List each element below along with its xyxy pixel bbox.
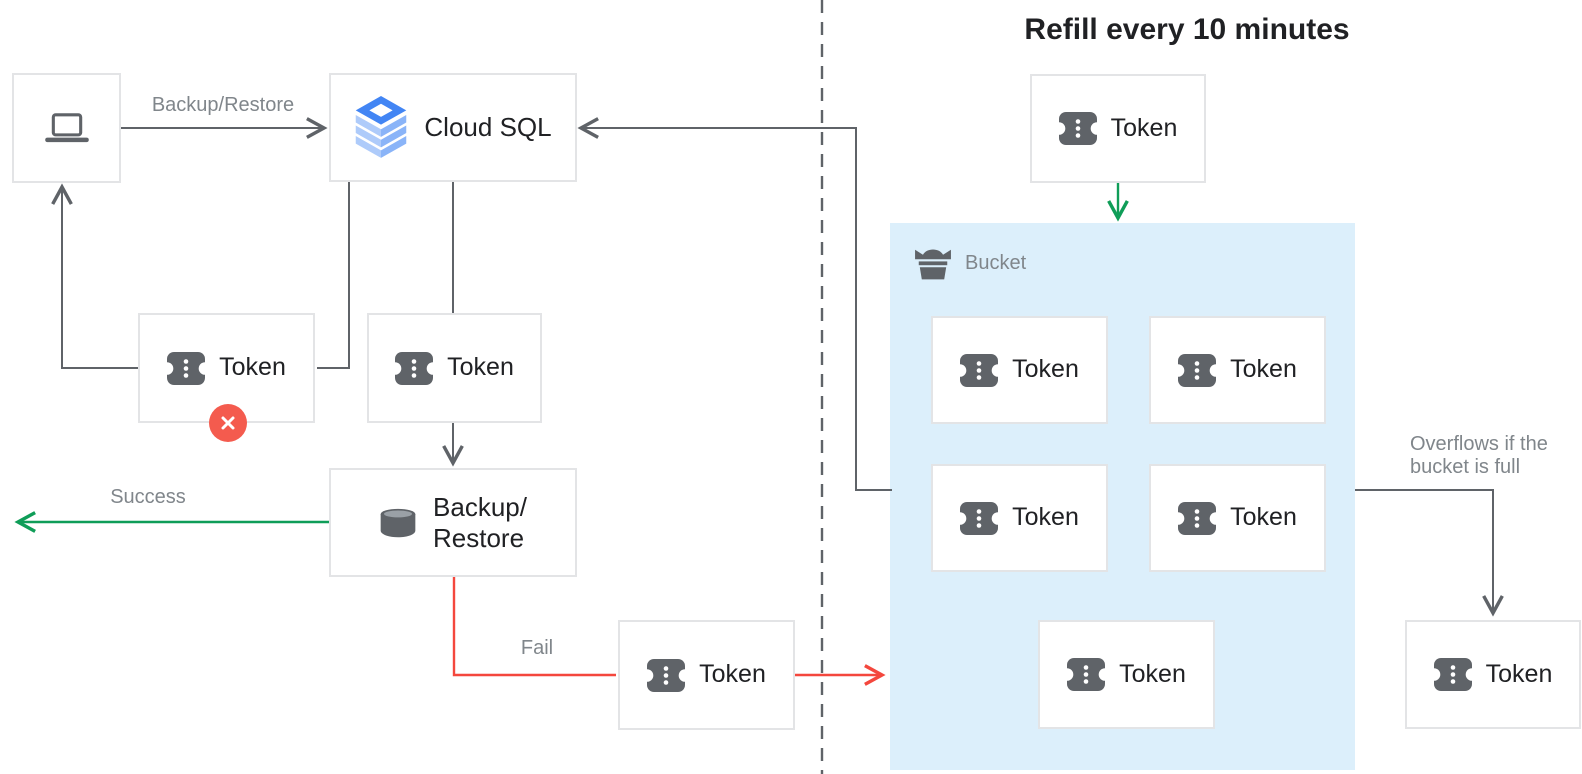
edge-rejected-token-to-client [51, 183, 138, 369]
edge-cloudsql-to-rejected-token [317, 182, 350, 369]
token-icon [960, 502, 998, 535]
token-icon [1178, 354, 1216, 387]
bucket-icon [914, 246, 952, 280]
token-label: Token [447, 353, 514, 382]
overflow-label-line2: bucket is full [1410, 456, 1521, 478]
token-label: Token [1230, 355, 1297, 384]
token-icon [395, 352, 433, 385]
token-icon [1059, 112, 1097, 145]
token-overflow-node: Token [1405, 620, 1581, 729]
bucket-token-node: Token [1149, 464, 1326, 572]
bucket-token-node: Token [931, 316, 1108, 424]
x-icon [221, 416, 235, 430]
token-refill-node: Token [1030, 74, 1206, 183]
client-node [12, 73, 121, 183]
edge-label-backup-restore: Backup/Restore [151, 94, 295, 116]
database-icon [379, 508, 417, 538]
refill-title: Refill every 10 minutes [1024, 13, 1350, 46]
token-label: Token [1012, 355, 1079, 384]
error-badge [209, 404, 247, 442]
token-label: Token [1119, 659, 1186, 688]
token-icon [1067, 658, 1105, 691]
bucket-token-node: Token [1038, 620, 1215, 729]
token-label: Token [219, 353, 286, 382]
token-icon [1434, 658, 1472, 691]
bucket-token-node: Token [931, 464, 1108, 572]
bucket-token-node: Token [1149, 316, 1326, 424]
bucket-label: Bucket [965, 251, 1027, 274]
token-pending-node: Token [367, 313, 542, 423]
token-icon [647, 659, 685, 692]
token-icon [960, 354, 998, 387]
backup-restore-label: Backup/ Restore [433, 492, 527, 554]
laptop-icon [45, 113, 89, 144]
edge-overflow [1355, 489, 1504, 617]
token-rejected-node: Token [138, 313, 315, 442]
cloud-sql-node: Cloud SQL [329, 73, 577, 182]
cloud-sql-label: Cloud SQL [424, 112, 552, 143]
backup-restore-node: Backup/ Restore [329, 468, 577, 577]
edge-label-overflow: Overflows if the bucket is full [1410, 433, 1548, 479]
token-label: Token [699, 660, 766, 689]
edge-fail [452, 577, 616, 677]
token-label: Token [1230, 503, 1297, 532]
bucket-header: Bucket [914, 246, 1026, 280]
cloud-sql-icon [354, 96, 408, 160]
token-label: Token [1012, 503, 1079, 532]
token-fail-node: Token [618, 620, 795, 730]
backup-restore-label-line2: Restore [433, 522, 525, 553]
token-icon [1178, 502, 1216, 535]
overflow-label-line1: Overflows if the [1410, 433, 1548, 455]
token-icon [167, 352, 205, 385]
edge-label-success: Success [110, 486, 186, 508]
token-label: Token [1110, 113, 1178, 142]
backup-restore-label-line1: Backup/ [433, 491, 527, 522]
edge-bucket-to-cloudsql [577, 117, 892, 491]
edge-label-fail: Fail [520, 637, 554, 659]
token-label: Token [1485, 659, 1553, 688]
